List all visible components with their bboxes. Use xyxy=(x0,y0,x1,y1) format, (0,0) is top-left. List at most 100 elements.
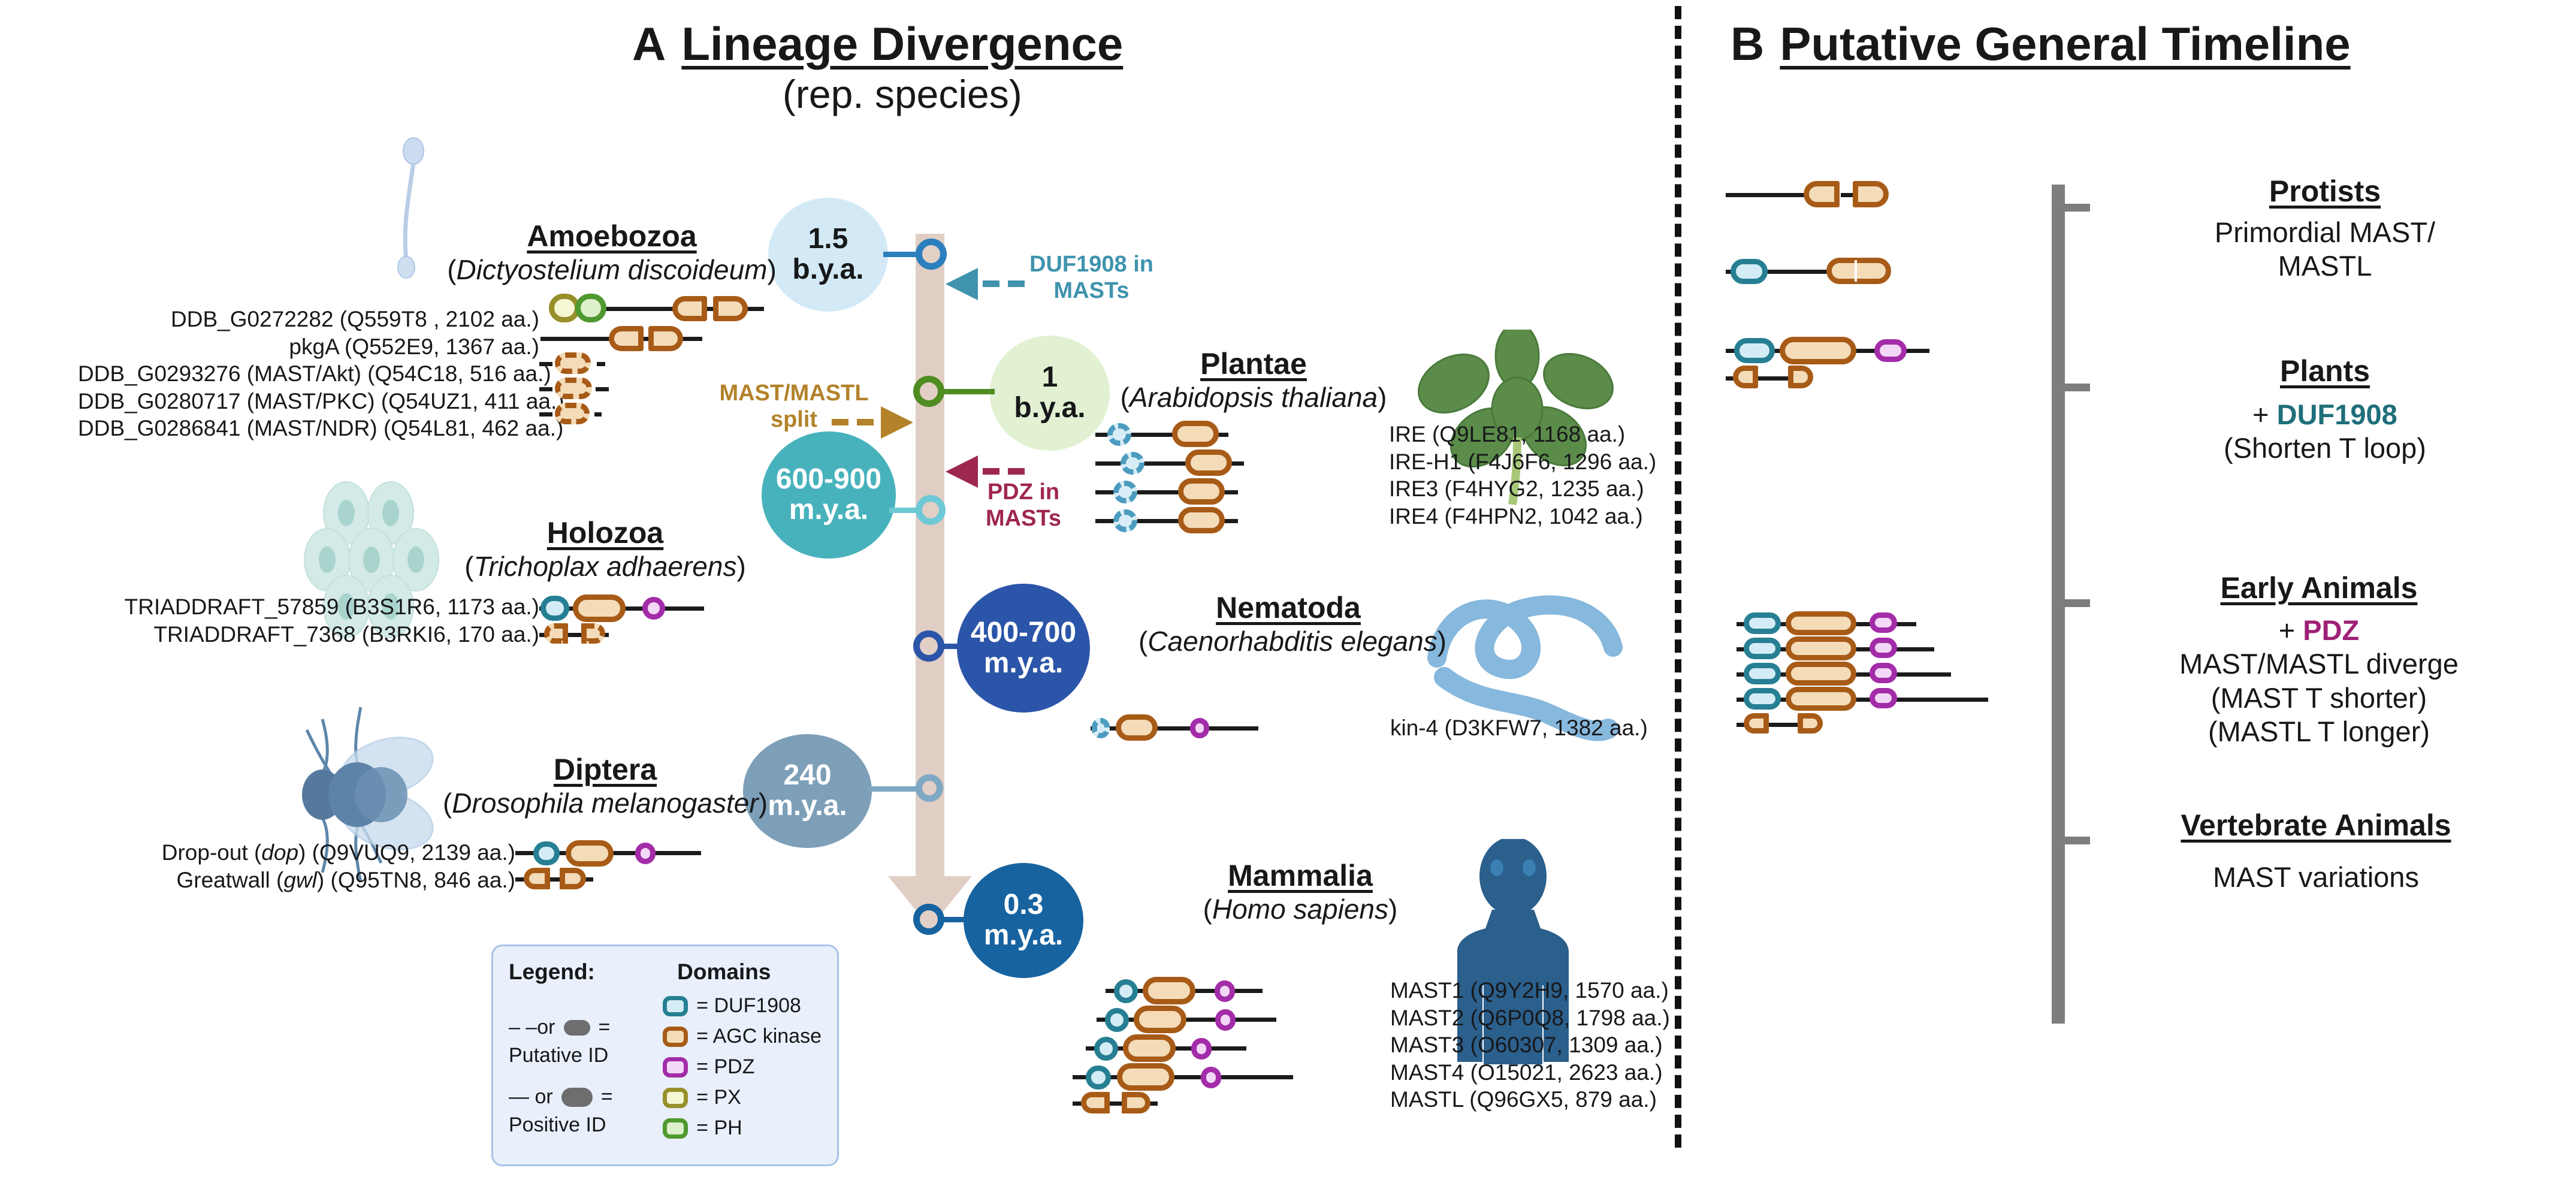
domain-diagram-DDB_G0286841 xyxy=(539,402,797,428)
duf1908-callout-line2: MASTs xyxy=(1053,277,1130,303)
duf1908-swatch-icon xyxy=(663,995,688,1016)
protein-label: MAST4 (O15021, 2623 aa.) xyxy=(1390,1060,1663,1085)
legend-domain-label: = PDZ xyxy=(696,1055,755,1078)
pdz-swatch-icon xyxy=(663,1057,688,1078)
taxon-species-mammalia: (Homo sapiens) xyxy=(1203,894,1398,925)
domain-diagram-IRE3 xyxy=(1095,477,1293,507)
legend-domain-label: = PH xyxy=(696,1116,742,1139)
pdz-callout-dash-1 xyxy=(983,468,999,475)
protein-label: MAST2 (Q6P0Q8, 1798 aa.) xyxy=(1390,1005,1670,1030)
duf1908-callout-dash-2 xyxy=(1008,280,1025,287)
domain-diagram-TRIADDRAFT_57859 xyxy=(539,593,779,623)
node-connector-1 xyxy=(883,252,925,257)
protein-list-diptera: Drop-out (dop) (Q9VUQ9, 2139 aa.) Greatw… xyxy=(48,839,515,894)
timeline-stage-heading: Plants xyxy=(2279,354,2370,388)
time-bubble-3-unit: m.y.a. xyxy=(789,494,869,526)
taxon-name-amoebozoa: Amoebozoa xyxy=(527,219,697,253)
timeline-stage-line: (MAST T shorter) xyxy=(2210,681,2427,714)
time-bubble-2-unit: b.y.a. xyxy=(1014,392,1086,424)
domain-diagram-TRIADDRAFT_7368 xyxy=(539,622,779,648)
timeline-stage-plants: Plants + DUF1908 (Shorten T loop) xyxy=(2097,354,2553,466)
duf1908-callout-line1: DUF1908 in xyxy=(1029,252,1153,277)
timeline-stage-line: MASTL xyxy=(2278,250,2372,282)
time-bubble-3: 600-900 m.y.a. xyxy=(762,431,896,559)
protein-label: Drop-out (dop) (Q9VUQ9, 2139 aa.) xyxy=(161,840,515,865)
legend-positive-equals: = xyxy=(600,1085,613,1108)
timeline-stage-heading: Vertebrate Animals xyxy=(2181,808,2451,842)
legend-domain-duf1908: = DUF1908 xyxy=(663,994,822,1018)
protein-label: TRIADDRAFT_57859 (B3S1R6, 1173 aa.) xyxy=(124,594,539,619)
time-bubble-1-unit: b.y.a. xyxy=(792,253,864,285)
panel-a-title: Lineage Divergence xyxy=(681,17,1124,70)
panelB-domain-diagram-protists xyxy=(1726,180,2013,211)
mast-split-callout-line1: MAST/MASTL xyxy=(719,381,869,406)
domain-diagram-IRE4 xyxy=(1095,506,1293,536)
mast-split-callout-line2: split xyxy=(770,406,818,432)
domain-diagram-DDB_G0293276 xyxy=(539,351,797,378)
panel-a-letter: A xyxy=(632,17,666,70)
legend-positive-label: Positive ID xyxy=(509,1113,606,1136)
legend-domain-pdz: = PDZ xyxy=(663,1055,822,1079)
node-connector-4 xyxy=(941,644,965,649)
taxon-heading-nematoda: Nematoda (Caenorhabditis elegans) xyxy=(1138,590,1446,657)
timeline-stage-line: (MASTL T longer) xyxy=(2207,716,2430,748)
taxon-heading-plantae: Plantae (Arabidopsis thaliana) xyxy=(1104,346,1403,414)
legend-putative-label: Putative ID xyxy=(509,1044,609,1067)
timeline-stage-line: Primordial MAST/ xyxy=(2214,216,2436,248)
protein-list-amoebozoa: DDB_G0272282 (Q559T8 , 2102 aa.) pkgA (Q… xyxy=(78,306,564,442)
mast-split-callout-dash-2 xyxy=(857,419,874,425)
domain-diagram-pkgA xyxy=(539,322,797,355)
taxon-species-amoebozoa: (Dictyostelium discoideum) xyxy=(447,254,777,285)
c-elegans-worm-icon xyxy=(1427,595,1623,741)
time-bubble-5-unit: m.y.a. xyxy=(768,790,847,822)
timeline-stage-heading: Protists xyxy=(2269,174,2381,208)
panel-divider xyxy=(1675,6,1681,1148)
taxon-name-nematoda: Nematoda xyxy=(1216,591,1361,624)
time-bubble-2: 1 b.y.a. xyxy=(990,336,1110,451)
spine-node-5 xyxy=(916,774,943,802)
time-bubble-4-unit: m.y.a. xyxy=(983,647,1064,679)
spine-node-3 xyxy=(916,495,946,525)
time-bubble-1-value: 1.5 xyxy=(808,223,848,255)
timeline-tick-vertebrates xyxy=(2065,837,2090,844)
timeline-stage-accent-prefix: + xyxy=(2252,399,2277,430)
legend-putative-dash-label: – –or xyxy=(509,1016,555,1039)
pdz-callout-line2: MASTs xyxy=(986,505,1061,531)
duf1908-callout-arrowhead xyxy=(946,268,978,300)
protein-list-holozoa: TRIADDRAFT_57859 (B3S1R6, 1173 aa.) TRIA… xyxy=(72,593,539,648)
domain-diagram-greatwall xyxy=(515,867,785,894)
timeline-stage-accent-text: PDZ xyxy=(2303,614,2360,646)
protein-label: DDB_G0293276 (MAST/Akt) (Q54C18, 516 aa.… xyxy=(78,361,551,386)
protein-label: IRE (Q9LE81, 1168 aa.) xyxy=(1389,422,1626,446)
legend-domain-agc: = AGC kinase xyxy=(663,1025,822,1048)
panel-b-title: Putative General Timeline xyxy=(1780,17,2351,70)
protein-label: MAST1 (Q9Y2H9, 1570 aa.) xyxy=(1390,978,1669,1003)
duf1908-callout-label: DUF1908 in MASTs xyxy=(1029,252,1153,304)
panelB-domain-diagram-vertebrate-3 xyxy=(1737,662,2048,688)
taxon-heading-diptera: Diptera (Drosophila melanogaster) xyxy=(419,752,791,819)
legend-domains-title: Domains xyxy=(677,959,771,984)
legend-title: Legend: xyxy=(509,959,595,984)
domain-diagram-MAST4 xyxy=(1073,1062,1372,1092)
time-bubble-6: 0.3 m.y.a. xyxy=(964,863,1083,978)
agc-kinase-swatch-icon xyxy=(663,1026,688,1047)
taxon-heading-mammalia: Mammalia (Homo sapiens) xyxy=(1174,858,1426,925)
fruit-fly-icon xyxy=(302,707,434,883)
arabidopsis-plant-icon xyxy=(1417,330,1614,505)
taxon-name-diptera: Diptera xyxy=(553,753,657,786)
taxon-species-holozoa: (Trichoplax adhaerens) xyxy=(464,551,746,582)
mast-split-callout-arrowhead xyxy=(881,406,913,439)
pdz-callout-label: PDZ in MASTs xyxy=(986,479,1061,532)
taxon-heading-holozoa: Holozoa (Trichoplax adhaerens) xyxy=(455,515,755,583)
timeline-stage-accent-prefix: + xyxy=(2278,614,2303,646)
panelB-domain-diagram-vertebrate-4 xyxy=(1737,687,2072,713)
protein-label: IRE-H1 (F4J6F6, 1296 aa.) xyxy=(1389,449,1657,474)
legend-positive-dash-label: — or xyxy=(509,1085,553,1108)
timeline-stage-accent-row: + DUF1908 xyxy=(2097,398,2553,431)
taxon-species-nematoda: (Caenorhabditis elegans) xyxy=(1138,626,1446,657)
time-bubble-4-value: 400-700 xyxy=(970,616,1077,648)
time-bubble-6-value: 0.3 xyxy=(1003,889,1044,921)
protein-label: DDB_G0280717 (MAST/PKC) (Q54UZ1, 411 aa.… xyxy=(78,388,564,414)
taxon-name-mammalia: Mammalia xyxy=(1228,859,1373,892)
protein-label: pkgA (Q552E9, 1367 aa.) xyxy=(289,334,539,359)
